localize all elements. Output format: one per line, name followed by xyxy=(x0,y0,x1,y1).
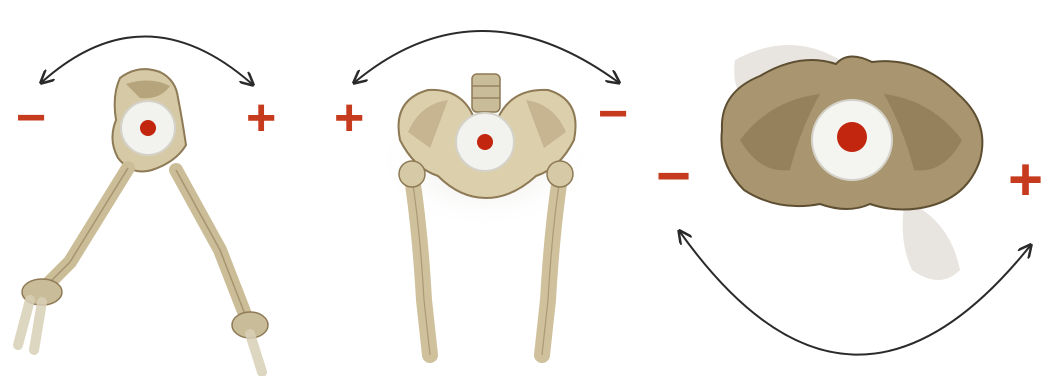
rotation-arrow-superior xyxy=(680,232,1030,355)
panel-lateral-view xyxy=(18,36,268,372)
femur-left-lateral xyxy=(40,168,128,292)
pivot-point-anterior xyxy=(477,134,493,150)
panel-anterior-view xyxy=(355,31,618,355)
plus-sign-anterior: + xyxy=(334,92,364,144)
femur-right-lateral xyxy=(176,170,248,322)
minus-sign-lateral: − xyxy=(16,92,46,144)
pivot-point-superior xyxy=(837,122,867,152)
pivot-point-lateral xyxy=(140,120,156,136)
panel-superior-view xyxy=(680,45,1030,355)
minus-sign-anterior: − xyxy=(598,88,628,140)
lumbar-vertebra xyxy=(472,74,500,112)
plus-sign-superior: + xyxy=(1008,150,1043,210)
plus-sign-lateral: + xyxy=(246,92,276,144)
minus-sign-superior: − xyxy=(656,146,691,206)
